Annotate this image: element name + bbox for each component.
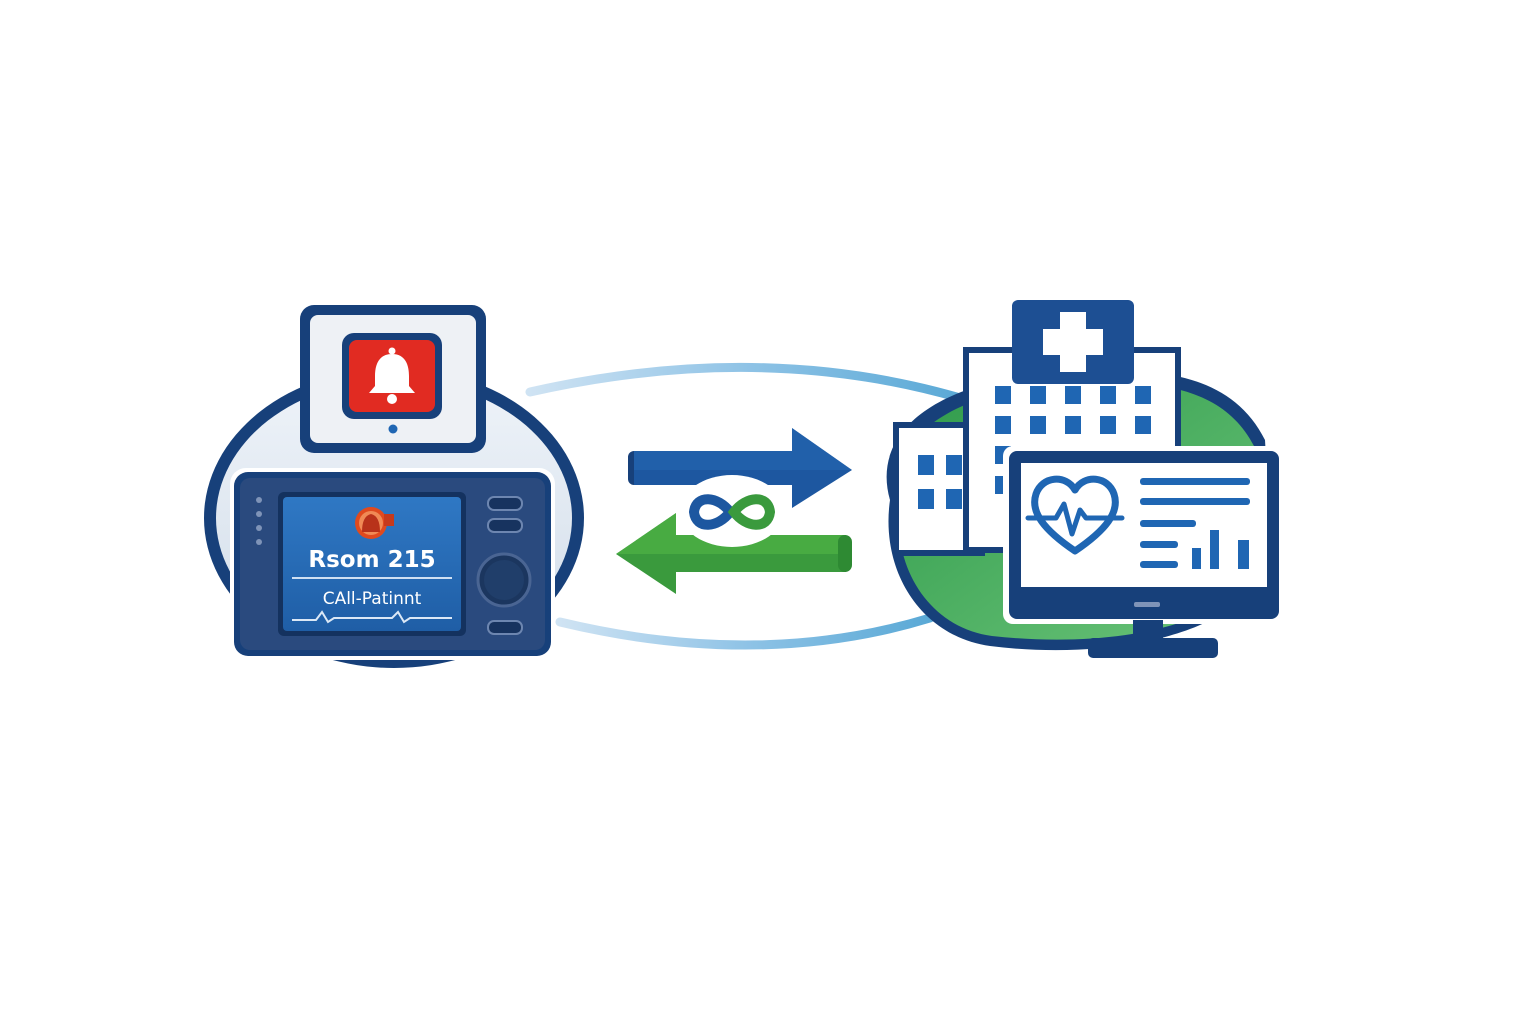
bell-icon <box>342 333 442 419</box>
infinity-icon <box>680 475 784 547</box>
caller-avatar <box>355 507 394 539</box>
medical-cross-icon <box>1012 300 1134 384</box>
room-label: Rsom 215 <box>308 547 435 573</box>
arrow-right-icon <box>628 428 852 508</box>
hospital-system <box>886 300 1283 658</box>
call-terminal: Rsom 215 CAll-Patinnt <box>230 468 555 660</box>
signal-wave <box>292 610 452 624</box>
monitor-neck <box>1133 620 1163 642</box>
side-button-bottom[interactable] <box>487 620 523 635</box>
device-screen: Rsom 215 CAll-Patinnt <box>278 492 466 636</box>
side-button-top[interactable] <box>487 496 523 511</box>
left-wing-windows <box>918 455 962 509</box>
nurse-call-device: Rsom 215 CAll-Patinnt <box>204 305 584 668</box>
monitor <box>1003 446 1283 658</box>
data-exchange-arrows <box>616 428 852 594</box>
alert-panel <box>300 305 486 453</box>
call-status-label: CAll-Patinnt <box>323 589 422 609</box>
speaker-grille <box>476 552 532 608</box>
side-buttons <box>476 496 532 635</box>
indicator-dots <box>256 497 262 545</box>
arrow-left-icon <box>616 513 852 594</box>
connection-ring <box>525 362 965 650</box>
bar-chart-icon <box>1192 530 1249 569</box>
heart-pulse-icon <box>1025 475 1125 555</box>
side-button-middle[interactable] <box>487 518 523 533</box>
monitor-stand <box>1088 638 1218 658</box>
report-lines <box>1140 478 1250 568</box>
